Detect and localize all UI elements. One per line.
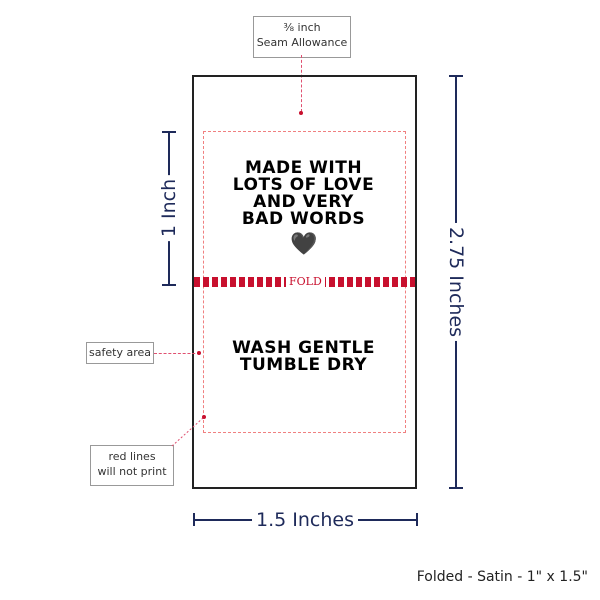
front-message: MADE WITH LOTS OF LOVE AND VERY BAD WORD… [203, 160, 404, 228]
dim-width-cap-right [416, 513, 418, 526]
redlines-line2: will not print [97, 465, 167, 478]
seam-leader [301, 55, 302, 112]
front-line: BAD WORDS [241, 209, 366, 229]
safety-area-callout: safety area [86, 342, 154, 364]
seam-line1: ⅜ inch [283, 21, 321, 34]
safety-dot [197, 351, 201, 355]
dim-1inch-cap-bottom [162, 284, 176, 286]
seam-dot [299, 111, 303, 115]
fold-label: FOLD [286, 274, 325, 290]
caption: Folded - Satin - 1" x 1.5" [416, 569, 588, 585]
dim-width-label: 1.5 Inches [252, 509, 358, 531]
front-line: MADE WITH [244, 158, 363, 178]
dim-height-label: 2.75 Inches [445, 222, 467, 342]
dim-1inch-label: 1 Inch [158, 174, 180, 242]
front-line: LOTS OF LOVE [232, 175, 375, 195]
label-outline [192, 75, 417, 489]
redlines-leader [171, 415, 206, 447]
seam-line2: Seam Allowance [256, 36, 348, 49]
back-message: WASH GENTLE TUMBLE DRY [203, 340, 404, 374]
back-line: TUMBLE DRY [239, 355, 368, 375]
seam-allowance-callout: ⅜ inch Seam Allowance [253, 16, 351, 58]
redlines-line1: red lines [108, 450, 156, 463]
dim-height-cap-bottom [449, 487, 463, 489]
back-line: WASH GENTLE [232, 338, 375, 358]
heart-icon: 🖤 [290, 232, 318, 257]
safety-leader [154, 353, 200, 354]
red-lines-callout: red lines will not print [90, 445, 174, 486]
front-line: AND VERY [253, 192, 354, 212]
